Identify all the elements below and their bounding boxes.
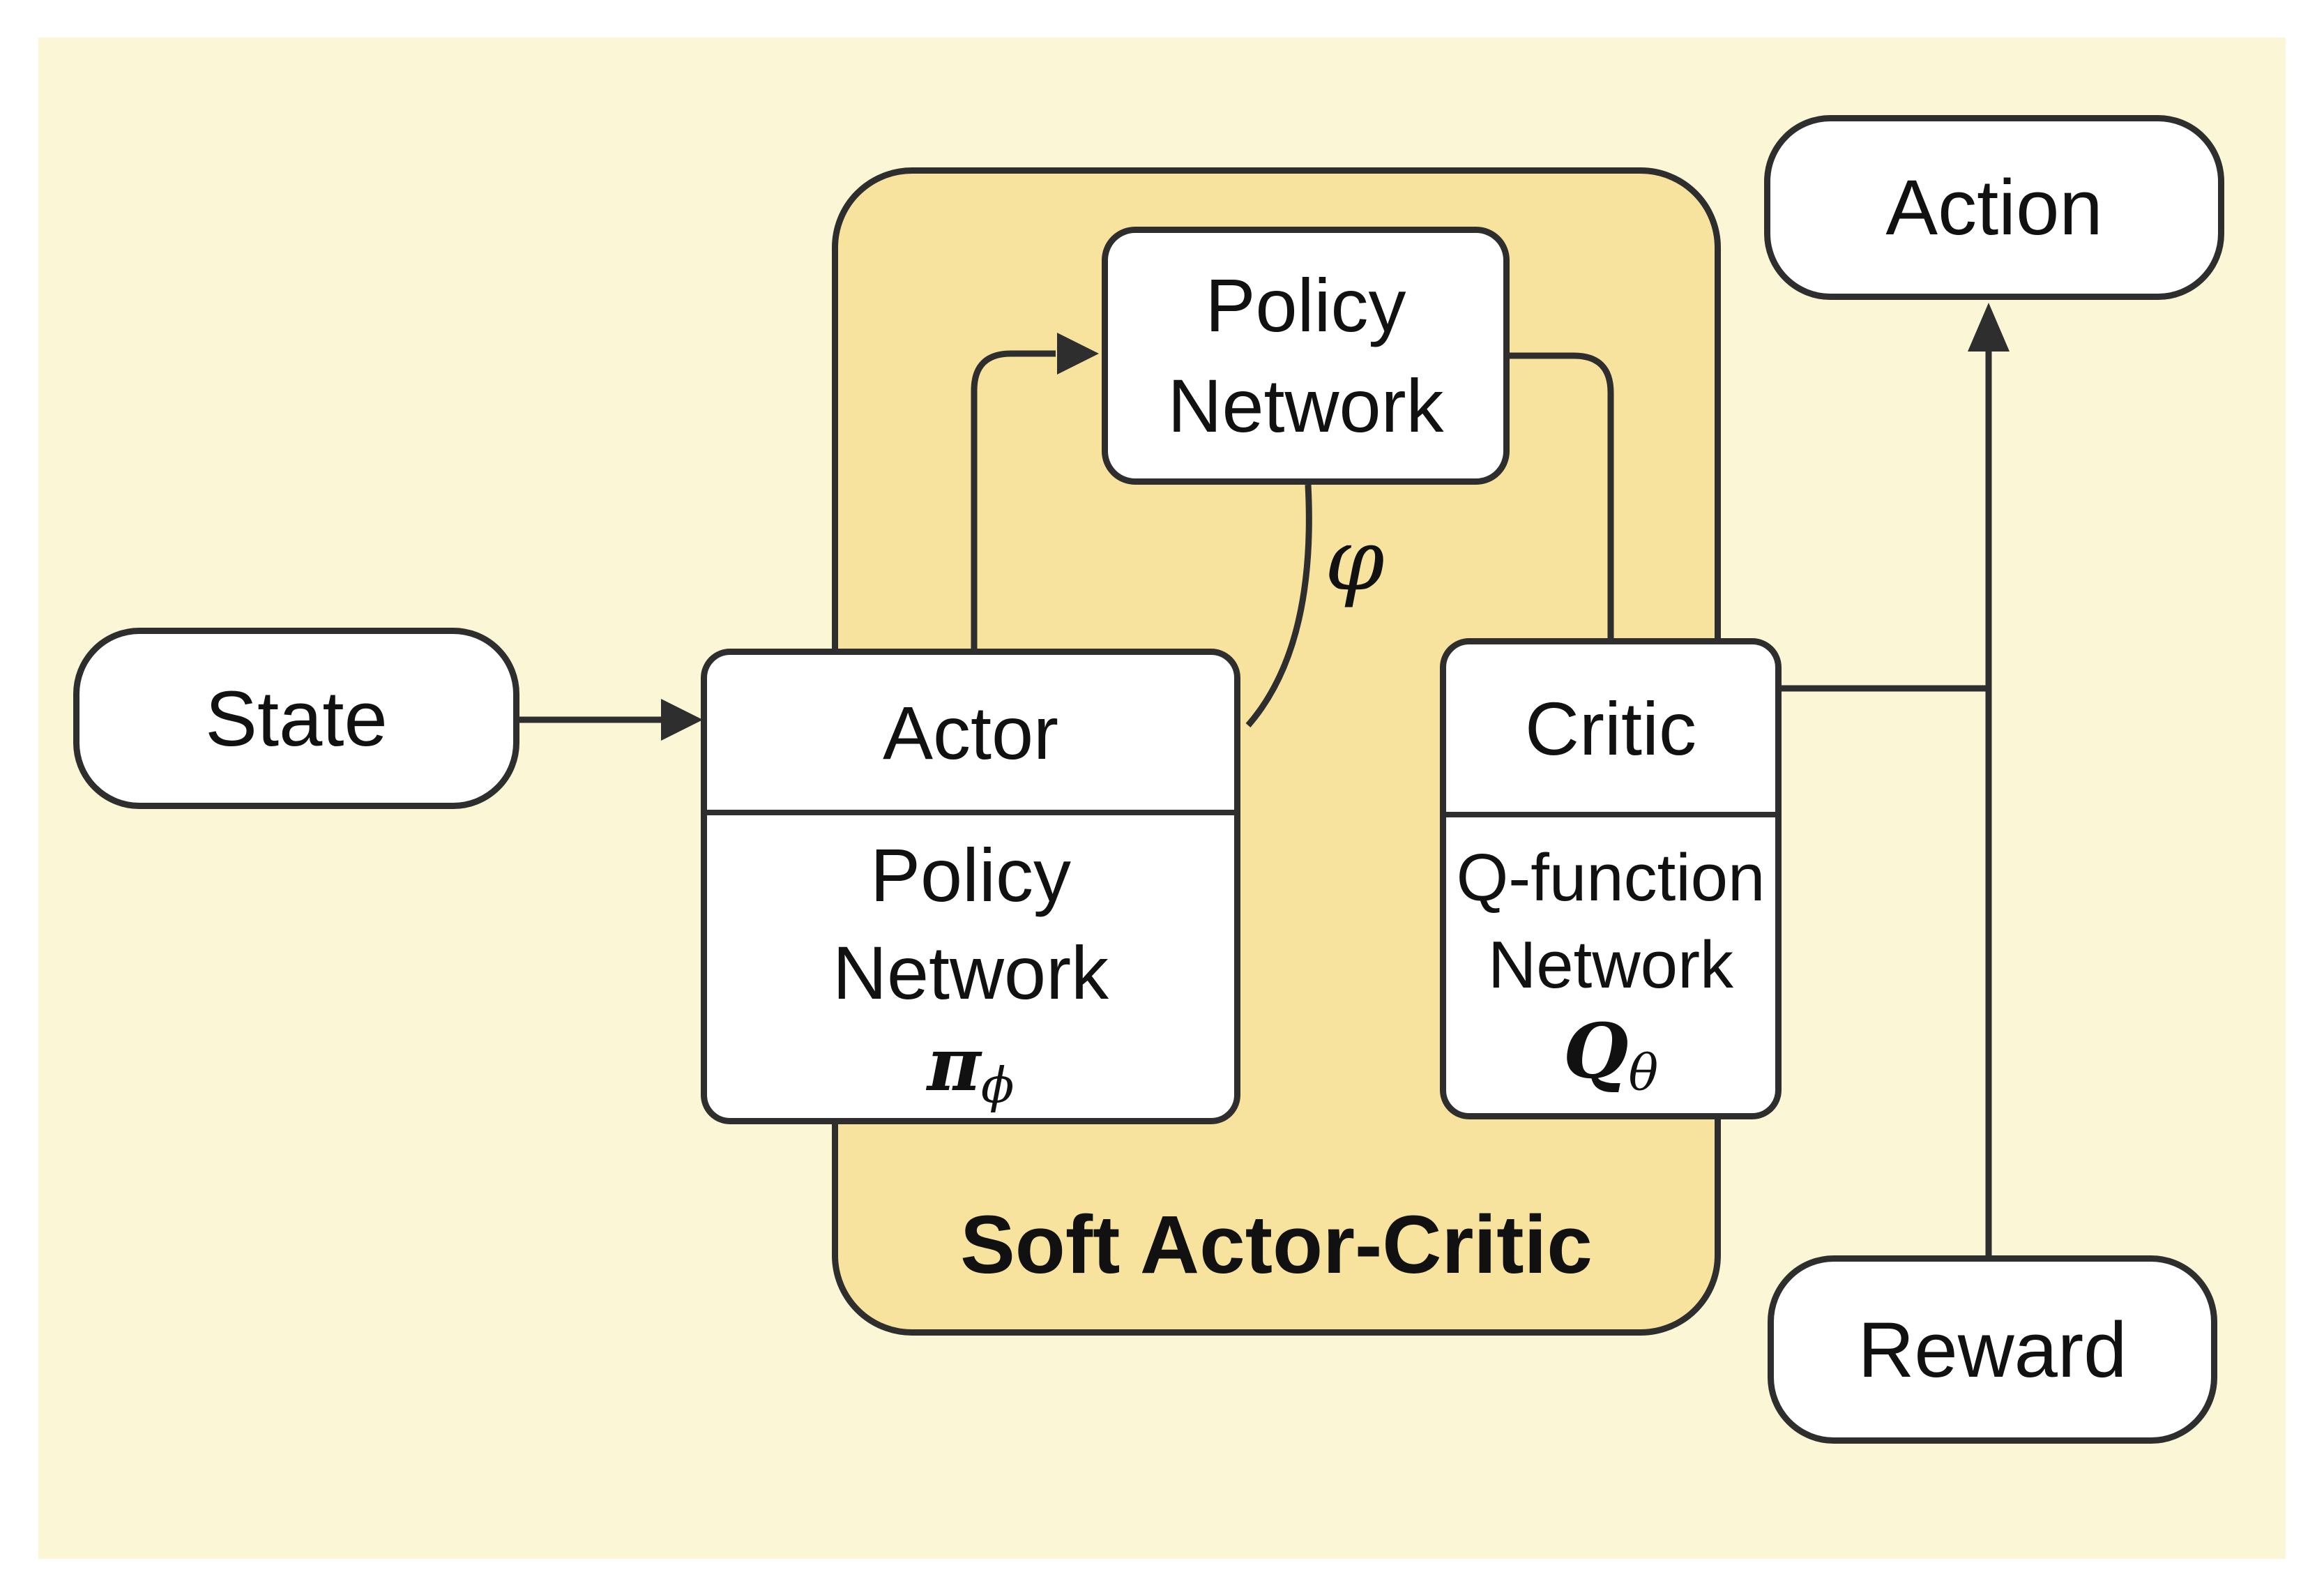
actor-body: Policy Network πϕ: [707, 815, 1234, 1118]
actor-body-line2: Network: [832, 930, 1109, 1015]
actor-body-line1: Policy: [869, 832, 1072, 917]
critic-body-line1: Q-function: [1456, 840, 1765, 916]
actor-node: Actor Policy Network πϕ: [701, 649, 1240, 1124]
critic-body: Q-function Network Qθ: [1446, 817, 1775, 1113]
critic-q-symbol: Qθ: [1563, 1007, 1659, 1102]
action-node: Action: [1764, 115, 2224, 300]
policy-network-line1: Policy: [1205, 263, 1406, 348]
actor-policy-symbol: πϕ: [927, 1020, 1015, 1114]
critic-node: Critic Q-function Network Qθ: [1440, 638, 1782, 1119]
reward-node: Reward: [1768, 1255, 2217, 1444]
state-label: State: [205, 674, 388, 762]
sac-container-label: Soft Actor-Critic: [960, 1199, 1593, 1291]
critic-header: Critic: [1446, 644, 1775, 817]
reward-label: Reward: [1858, 1306, 2127, 1393]
actor-header: Actor: [707, 655, 1234, 815]
policy-network-node: Policy Network: [1102, 227, 1510, 485]
actor-title: Actor: [882, 690, 1059, 775]
policy-network-line2: Network: [1167, 363, 1444, 448]
critic-title: Critic: [1525, 686, 1696, 771]
state-node: State: [73, 628, 519, 809]
critic-body-line2: Network: [1487, 928, 1734, 1003]
action-label: Action: [1885, 164, 2103, 251]
